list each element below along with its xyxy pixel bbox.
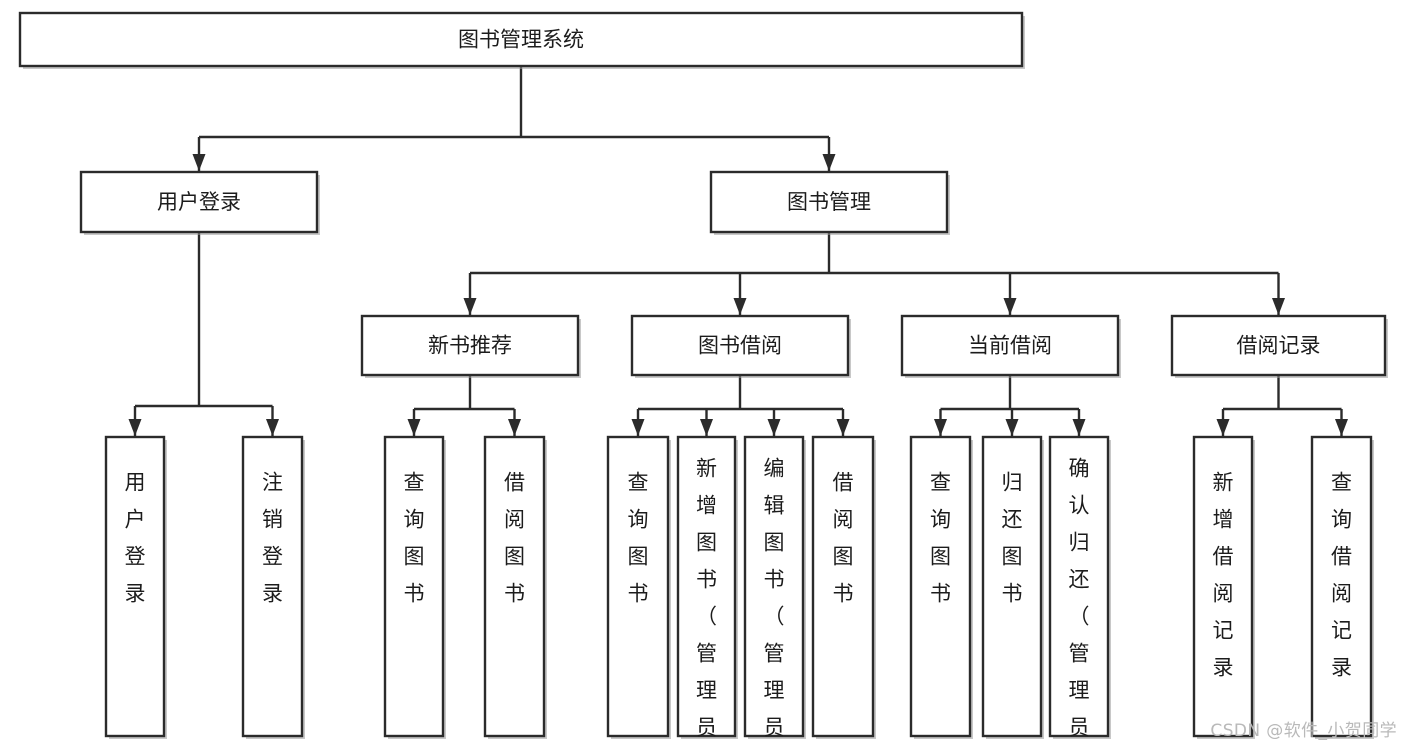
node-book-manage[interactable]: 图书管理: [709, 170, 950, 235]
arrow-head-leaf-user-logout: [266, 419, 279, 436]
node-label-leaf-add-borrow-record: 新增借阅记录: [1213, 471, 1234, 680]
arrow-head-leaf-edit-book-admin: [767, 419, 781, 436]
node-leaf-add-borrow-record[interactable]: 新增借阅记录: [1192, 435, 1255, 739]
arrow-head-leaf-query-book-current: [934, 419, 947, 436]
node-leaf-edit-book-admin[interactable]: 编辑图书（管理员）: [743, 435, 806, 747]
node-label-leaf-user-logout: 注销登录: [262, 471, 283, 606]
arrow-head-book-borrow: [733, 298, 747, 315]
arrow-head-leaf-add-borrow-record: [1216, 419, 1230, 436]
node-label-leaf-query-book-current: 查询图书: [930, 471, 951, 606]
node-label-leaf-add-book-admin: 新增图书（管理员）: [696, 457, 717, 747]
connector-layer: [128, 66, 1348, 436]
node-label-leaf-confirm-return-admin: 确认归还（管理员）: [1069, 457, 1090, 747]
node-current-borrow[interactable]: 当前借阅: [900, 314, 1121, 378]
node-label-root: 图书管理系统: [458, 28, 584, 52]
node-leaf-borrow-book[interactable]: 借阅图书: [811, 435, 876, 739]
node-leaf-borrow-book-rec[interactable]: 借阅图书: [483, 435, 547, 739]
arrow-head-leaf-borrow-book: [836, 419, 850, 436]
node-label-book-manage: 图书管理: [787, 190, 871, 214]
node-label-leaf-return-book: 归还图书: [1002, 471, 1023, 606]
node-leaf-query-book-borrow[interactable]: 查询图书: [606, 435, 671, 739]
node-layer: 图书管理系统用户登录图书管理新书推荐图书借阅当前借阅借阅记录用户登录注销登录查询…: [18, 11, 1388, 747]
arrow-head-new-book-recommend: [463, 298, 477, 315]
node-label-book-borrow: 图书借阅: [698, 334, 782, 358]
node-label-leaf-borrow-book: 借阅图书: [833, 471, 854, 606]
node-leaf-user-login[interactable]: 用户登录: [104, 435, 167, 739]
node-label-leaf-query-book-rec: 查询图书: [404, 471, 425, 606]
node-label-leaf-borrow-book-rec: 借阅图书: [504, 471, 525, 606]
node-label-leaf-query-borrow-record: 查询借阅记录: [1331, 471, 1352, 680]
node-leaf-return-book[interactable]: 归还图书: [981, 435, 1044, 739]
arrow-head-leaf-return-book: [1005, 419, 1019, 436]
arrow-head-leaf-confirm-return-admin: [1072, 419, 1086, 436]
node-leaf-confirm-return-admin[interactable]: 确认归还（管理员）: [1048, 435, 1111, 747]
node-leaf-query-borrow-record[interactable]: 查询借阅记录: [1310, 435, 1374, 739]
arrow-head-leaf-add-book-admin: [700, 419, 713, 436]
arrow-head-borrow-record: [1272, 298, 1285, 315]
arrow-head-leaf-query-book-borrow: [631, 419, 645, 436]
node-book-borrow[interactable]: 图书借阅: [630, 314, 851, 378]
node-borrow-record[interactable]: 借阅记录: [1170, 314, 1388, 378]
arrow-head-user-login: [192, 154, 206, 171]
node-new-book-recommend[interactable]: 新书推荐: [360, 314, 581, 378]
node-leaf-query-book-rec[interactable]: 查询图书: [383, 435, 446, 739]
node-label-current-borrow: 当前借阅: [968, 334, 1052, 358]
node-label-leaf-edit-book-admin: 编辑图书（管理员）: [764, 457, 785, 747]
node-leaf-user-logout[interactable]: 注销登录: [241, 435, 305, 739]
node-label-leaf-user-login: 用户登录: [125, 471, 146, 606]
node-label-borrow-record: 借阅记录: [1237, 334, 1321, 358]
node-label-user-login: 用户登录: [157, 190, 241, 214]
arrow-head-book-manage: [822, 154, 836, 171]
arrow-head-leaf-borrow-book-rec: [508, 419, 521, 436]
node-leaf-add-book-admin[interactable]: 新增图书（管理员）: [676, 435, 738, 747]
node-label-leaf-query-book-borrow: 查询图书: [628, 471, 649, 606]
arrow-head-leaf-query-borrow-record: [1335, 419, 1348, 436]
node-label-new-book-recommend: 新书推荐: [428, 334, 512, 358]
node-root[interactable]: 图书管理系统: [18, 11, 1025, 69]
arrow-head-current-borrow: [1003, 298, 1017, 315]
node-leaf-query-book-current[interactable]: 查询图书: [909, 435, 973, 739]
node-user-login[interactable]: 用户登录: [79, 170, 320, 235]
arrow-head-leaf-user-login: [128, 419, 142, 436]
arrow-head-leaf-query-book-rec: [407, 419, 421, 436]
csdn-watermark: CSDN @软件_小贺同学: [1210, 721, 1397, 741]
